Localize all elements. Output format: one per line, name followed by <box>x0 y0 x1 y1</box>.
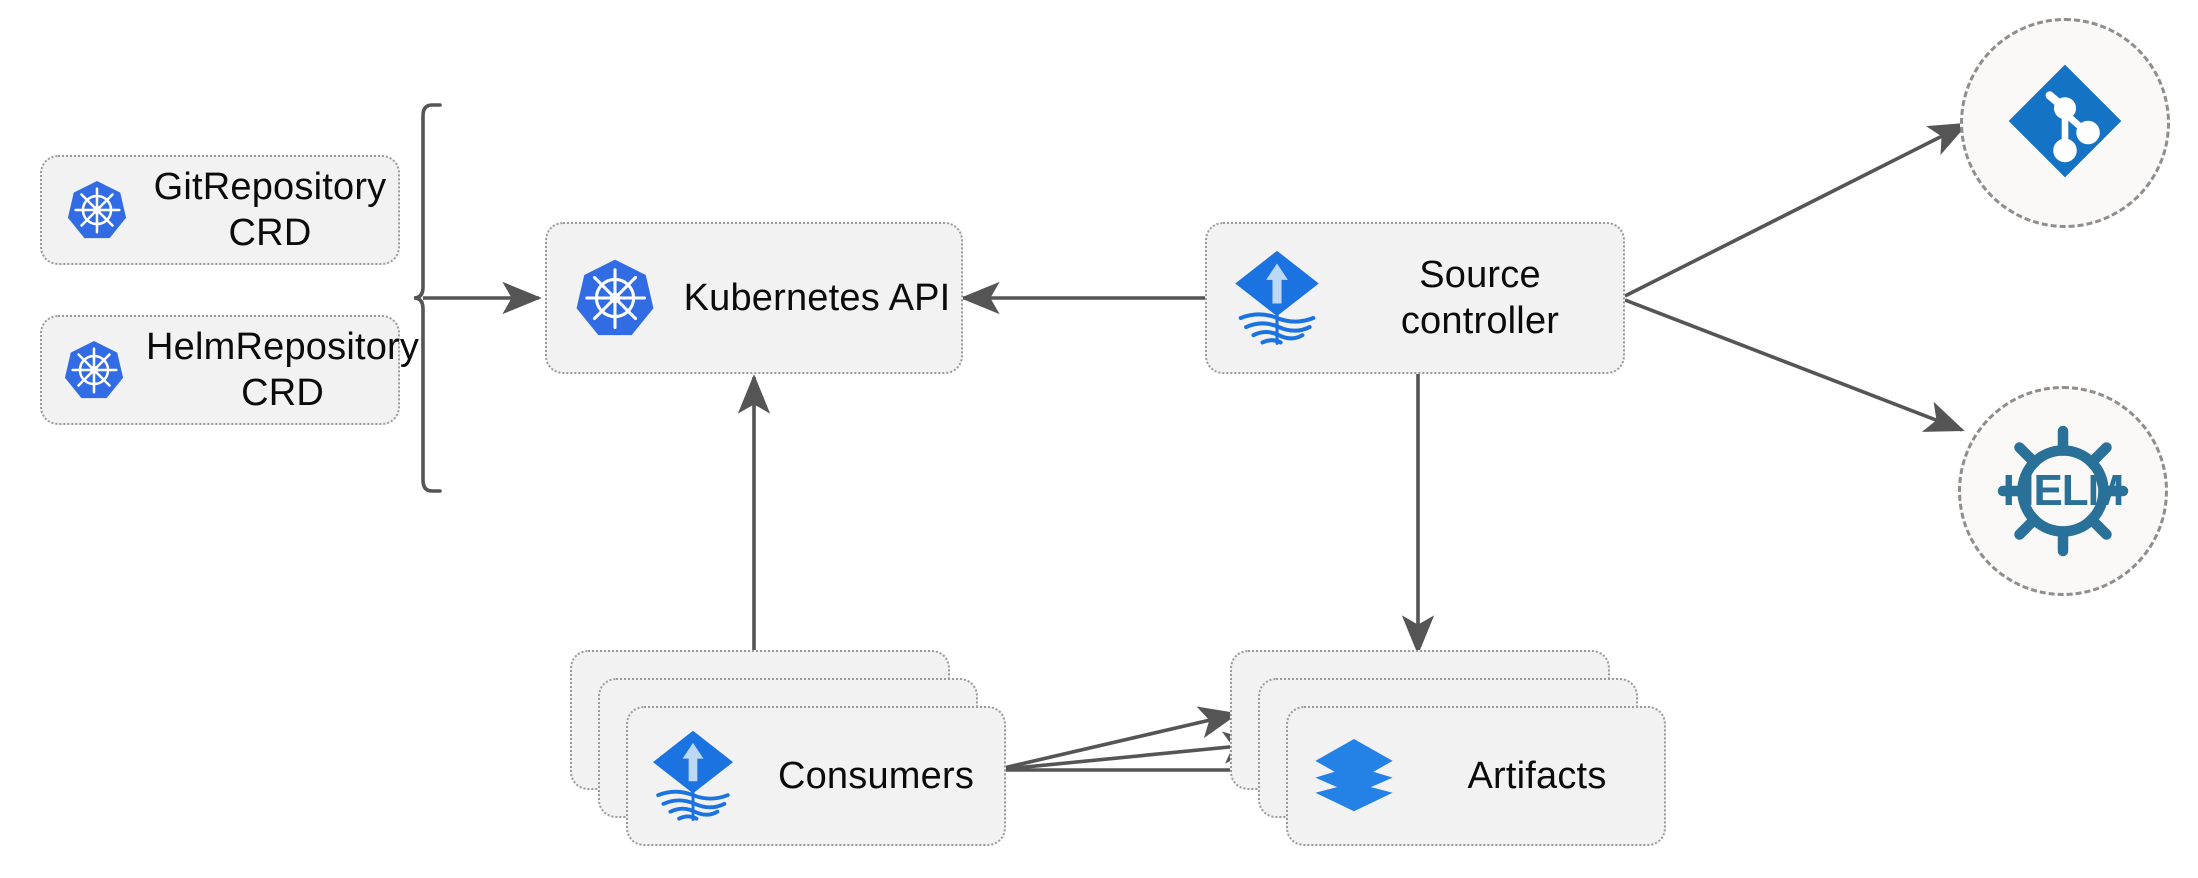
node-label: HelmRepository CRD <box>146 325 420 414</box>
node-label: Kubernetes API <box>683 276 951 319</box>
node-git-provider[interactable] <box>1960 18 2170 228</box>
flux-icon <box>1207 249 1347 347</box>
node-label: GitRepository CRD <box>153 165 387 254</box>
edge-consumers-to-artifacts-1 <box>994 706 1239 772</box>
crd-bracket <box>413 103 442 493</box>
helm-wordmark: HELM <box>2002 466 2125 515</box>
node-label: Source controller <box>1400 253 1560 342</box>
layers-icon <box>1288 734 1420 818</box>
node-consumers[interactable]: Consumers <box>626 706 1006 846</box>
helm-icon: HELM <box>1988 416 2138 566</box>
node-helm-provider[interactable]: HELM <box>1958 386 2168 596</box>
edge-source-controller-to-helm <box>1624 298 1965 432</box>
node-git-repository-crd[interactable]: GitRepository CRD <box>40 155 400 265</box>
edge-source-controller-to-git <box>1624 122 1969 298</box>
git-icon <box>2001 57 2129 190</box>
node-label: Consumers <box>777 754 975 797</box>
node-source-controller[interactable]: Source controller <box>1205 222 1625 374</box>
flux-icon <box>628 729 758 823</box>
kubernetes-icon <box>42 339 146 401</box>
edge-consumers-to-artifacts-2 <box>994 731 1263 772</box>
node-kubernetes-api[interactable]: Kubernetes API <box>545 222 963 374</box>
node-artifacts[interactable]: Artifacts <box>1286 706 1666 846</box>
kubernetes-icon <box>547 257 683 339</box>
node-label: Artifacts <box>1467 754 1607 797</box>
node-helm-repository-crd[interactable]: HelmRepository CRD <box>40 315 419 425</box>
kubernetes-icon <box>42 179 152 241</box>
